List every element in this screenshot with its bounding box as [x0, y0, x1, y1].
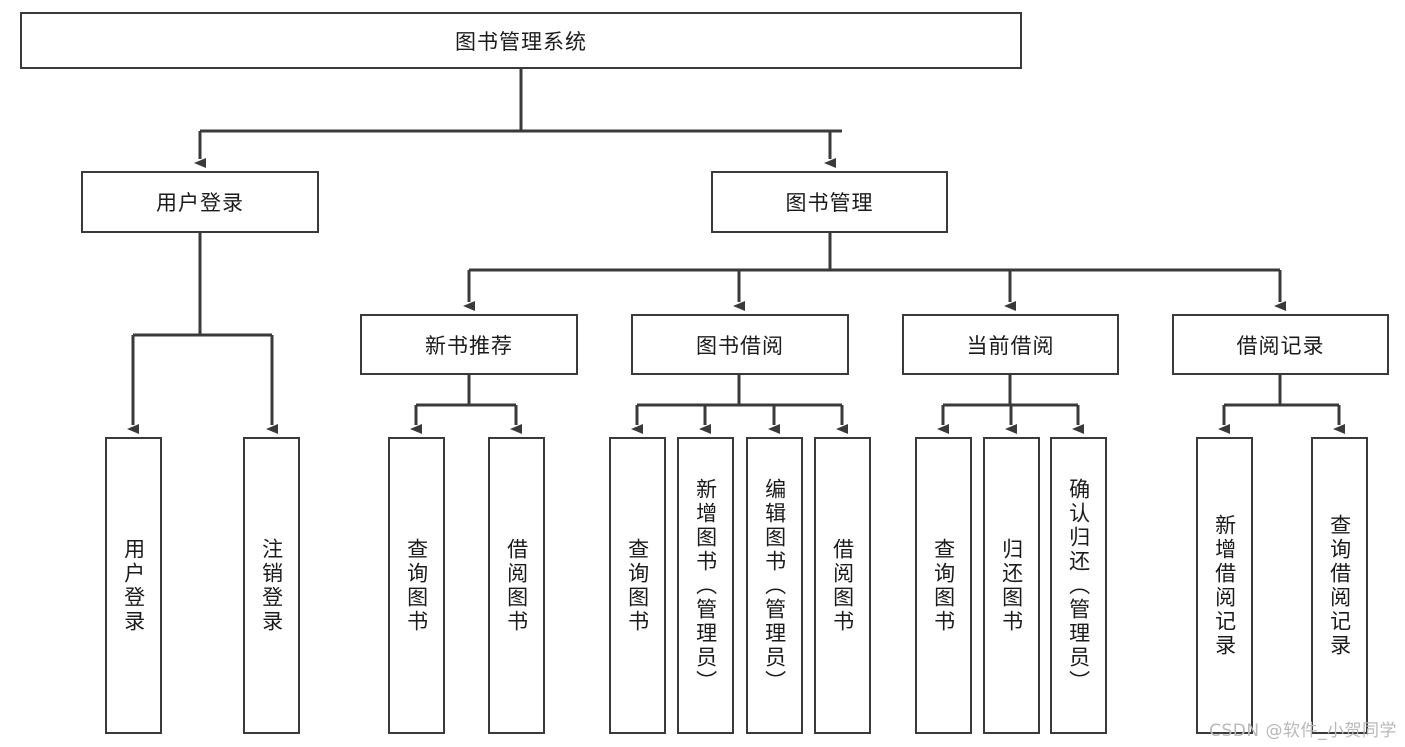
node-borrow-record[interactable]: 借阅记录	[1172, 314, 1389, 375]
node-leaf-add-book-label: 新增图书（管理员）	[693, 477, 718, 694]
node-leaf-return-book[interactable]: 归还图书	[983, 437, 1040, 734]
node-leaf-user-login-label: 用户登录	[121, 537, 146, 634]
node-leaf-confirm-return-label: 确认归还（管理员）	[1066, 477, 1091, 694]
node-current-borrow-label: 当前借阅	[966, 333, 1055, 358]
node-leaf-user-login[interactable]: 用户登录	[105, 437, 162, 734]
node-leaf-user-logout[interactable]: 注销登录	[243, 437, 300, 734]
node-new-book-recommend-label: 新书推荐	[425, 333, 513, 358]
node-leaf-user-logout-label: 注销登录	[259, 537, 284, 634]
node-book-borrow-label: 图书借阅	[696, 333, 784, 358]
node-book-manage[interactable]: 图书管理	[711, 171, 948, 233]
node-leaf-query-book-2-label: 查询图书	[625, 537, 650, 634]
node-root[interactable]: 图书管理系统	[20, 12, 1022, 69]
node-user-login-label: 用户登录	[156, 191, 244, 215]
node-book-manage-label: 图书管理	[785, 191, 874, 215]
node-leaf-borrow-book-1[interactable]: 借阅图书	[488, 437, 545, 734]
node-leaf-query-record[interactable]: 查询借阅记录	[1311, 437, 1368, 734]
csdn-watermark: CSDN @软件_小贺同学	[1209, 721, 1397, 741]
node-leaf-return-book-label: 归还图书	[999, 537, 1024, 634]
node-leaf-query-book-2[interactable]: 查询图书	[609, 437, 666, 734]
node-root-label: 图书管理系统	[455, 29, 587, 54]
node-leaf-edit-book-label: 编辑图书（管理员）	[762, 477, 787, 694]
node-current-borrow[interactable]: 当前借阅	[902, 314, 1119, 375]
node-leaf-borrow-book-2-label: 借阅图书	[830, 537, 855, 634]
node-leaf-query-record-label: 查询借阅记录	[1327, 513, 1352, 658]
node-leaf-borrow-book-1-label: 借阅图书	[504, 537, 529, 634]
node-leaf-query-book-1-label: 查询图书	[404, 537, 429, 634]
node-borrow-record-label: 借阅记录	[1236, 333, 1325, 358]
node-leaf-confirm-return[interactable]: 确认归还（管理员）	[1050, 437, 1107, 734]
node-leaf-query-book-1[interactable]: 查询图书	[388, 437, 445, 734]
node-leaf-add-record-label: 新增借阅记录	[1212, 513, 1237, 658]
node-leaf-add-record[interactable]: 新增借阅记录	[1196, 437, 1253, 734]
node-leaf-query-book-3-label: 查询图书	[931, 537, 956, 634]
node-new-book-recommend[interactable]: 新书推荐	[360, 314, 578, 375]
node-leaf-add-book[interactable]: 新增图书（管理员）	[677, 437, 734, 734]
node-leaf-borrow-book-2[interactable]: 借阅图书	[814, 437, 871, 734]
node-leaf-edit-book[interactable]: 编辑图书（管理员）	[746, 437, 803, 734]
node-leaf-query-book-3[interactable]: 查询图书	[915, 437, 972, 734]
node-user-login[interactable]: 用户登录	[81, 171, 319, 233]
node-book-borrow[interactable]: 图书借阅	[631, 314, 849, 375]
